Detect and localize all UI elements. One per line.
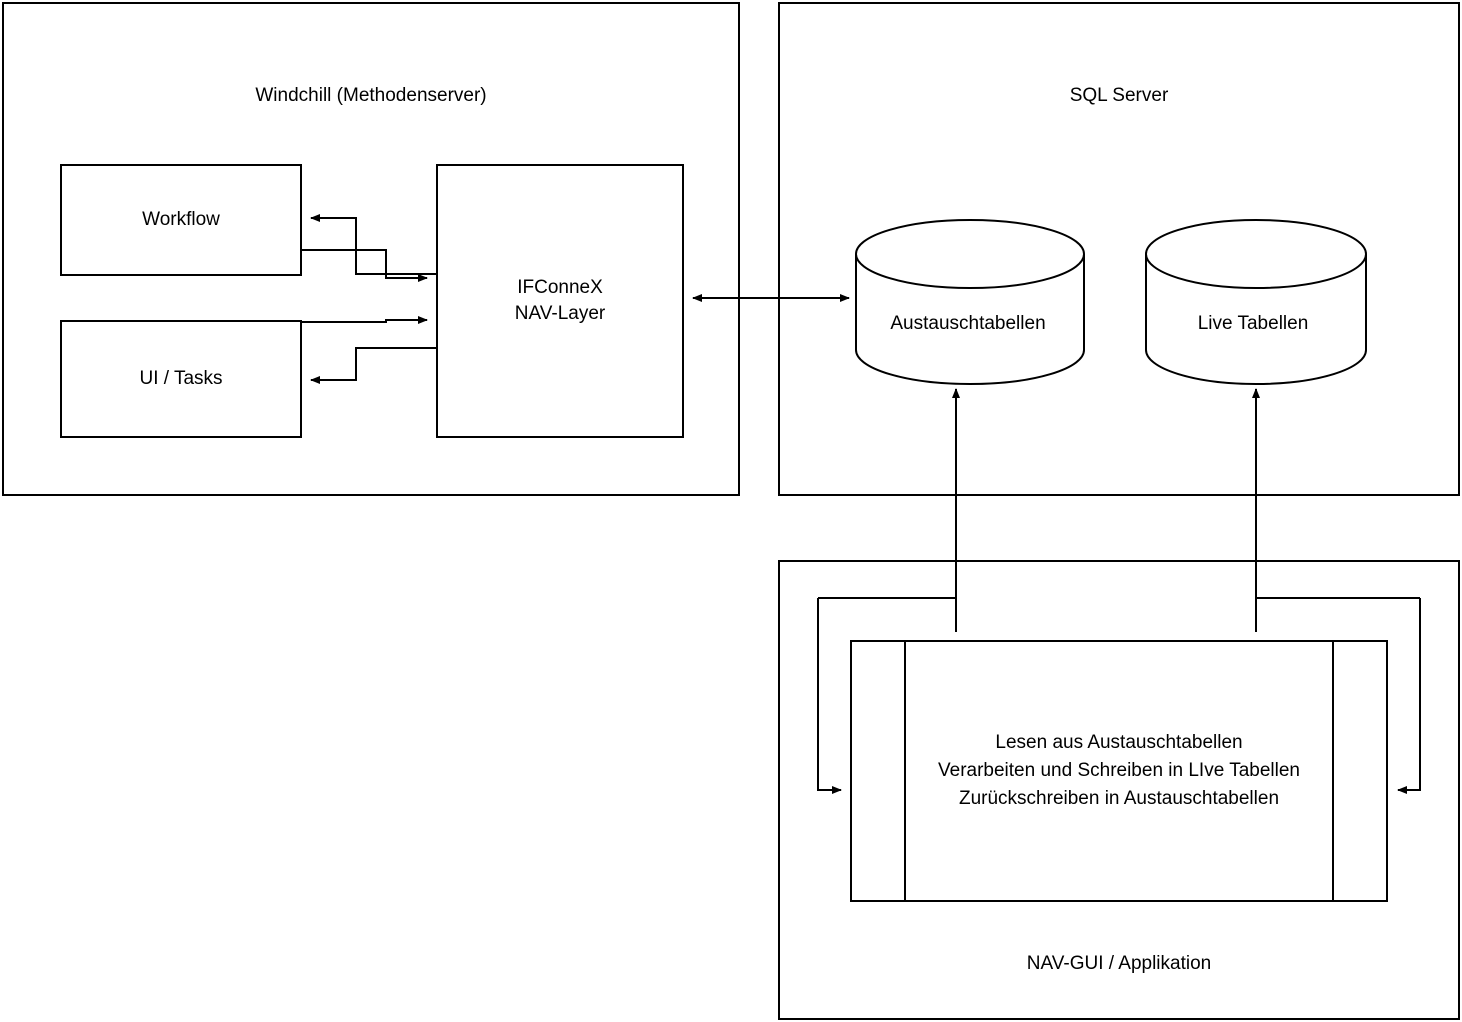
node-ui-tasks: UI / Tasks	[60, 320, 302, 438]
node-process-label: Lesen aus Austauschtabellen Verarbeiten …	[938, 732, 1300, 809]
node-ifconnex: IFConneX NAV-Layer	[436, 164, 684, 438]
container-navgui	[778, 560, 1460, 1020]
database-austausch-label: Austauschtabellen	[890, 313, 1046, 334]
container-windchill	[2, 2, 740, 496]
container-navgui-title: NAV-GUI / Applikation	[1026, 953, 1212, 974]
node-workflow: Workflow	[60, 164, 302, 276]
node-process-outer	[850, 640, 1388, 902]
database-live-label: Live Tabellen	[1197, 313, 1309, 334]
node-process-inner	[904, 640, 1334, 902]
container-sqlserver	[778, 2, 1460, 496]
container-windchill-title: Windchill (Methodenserver)	[255, 85, 487, 106]
container-sqlserver-title: SQL Server	[1069, 85, 1169, 106]
